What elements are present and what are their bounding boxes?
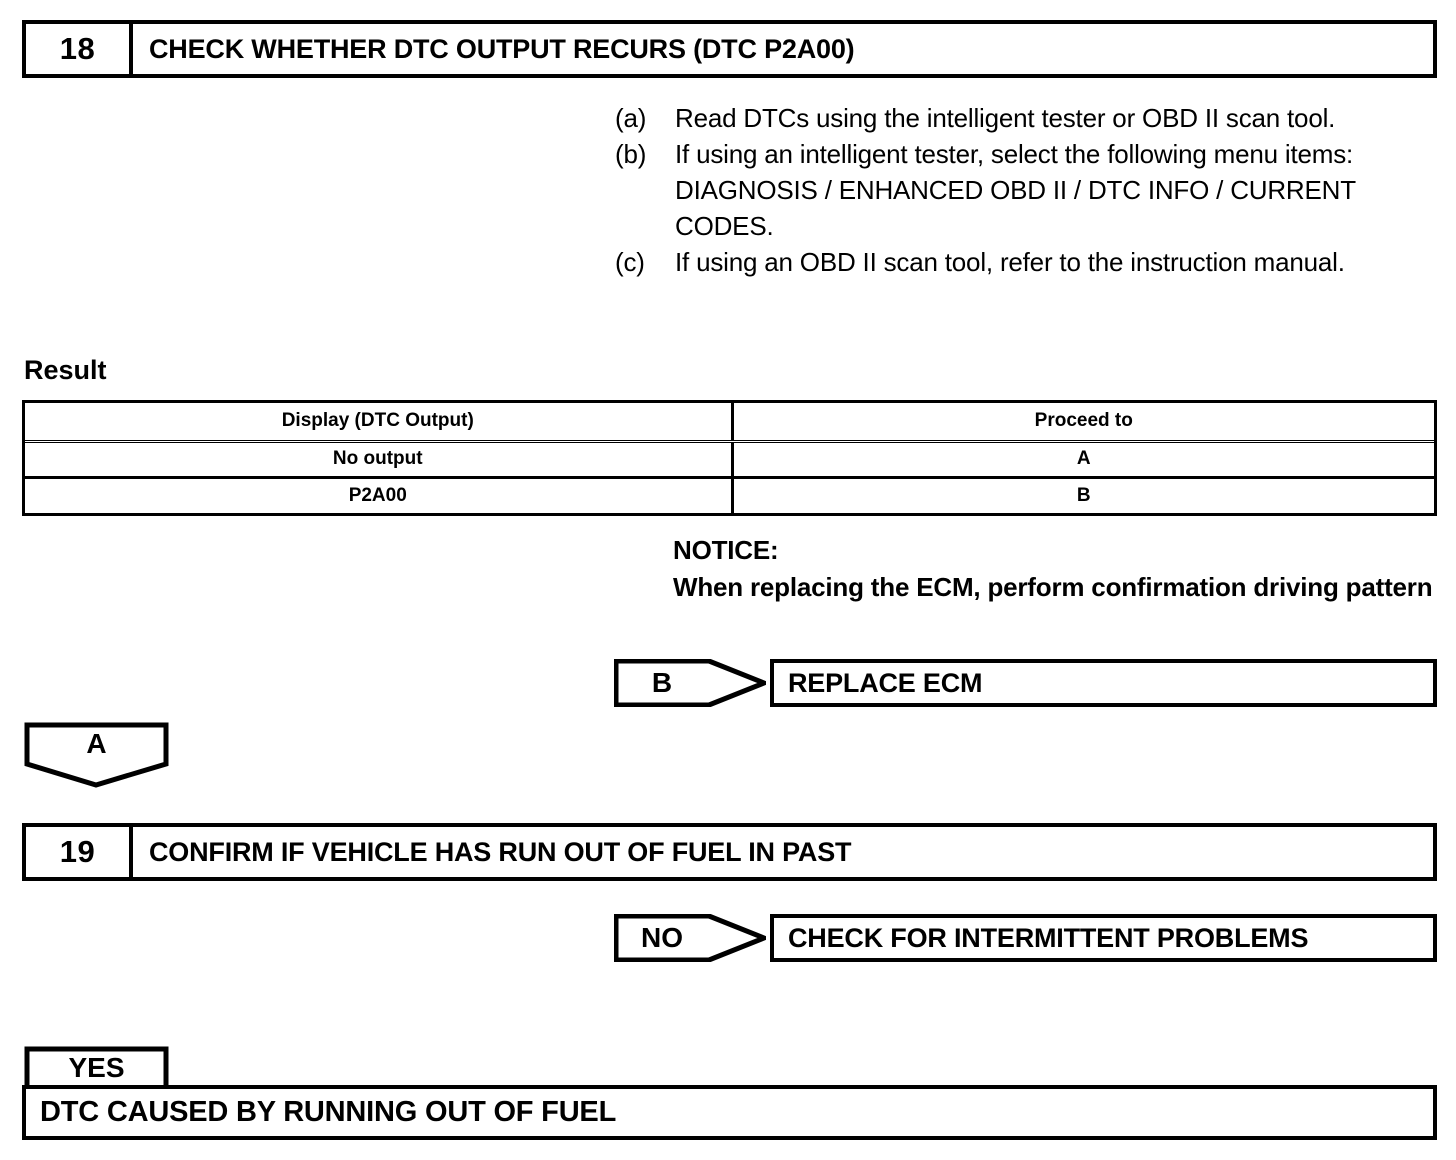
instruction-label-a: (a): [615, 103, 647, 133]
pentagon-down-icon: [24, 722, 169, 788]
table-cell-proceed: B: [732, 475, 1434, 513]
step-title-18: CHECK WHETHER DTC OUTPUT RECURS (DTC P2A…: [149, 33, 855, 64]
table-col-header-display: Display (DTC Output): [25, 403, 734, 443]
action-box-replace-ecm: REPLACE ECM: [770, 659, 1437, 707]
instruction-list: (a) Read DTCs using the intelligent test…: [615, 100, 1435, 280]
action-box-label: REPLACE ECM: [788, 667, 983, 698]
instruction-item-a: (a) Read DTCs using the intelligent test…: [615, 100, 1435, 136]
pentagon-right-icon: [614, 914, 766, 962]
step-title-19: CONFIRM IF VEHICLE HAS RUN OUT OF FUEL I…: [149, 836, 852, 867]
table-row: P2A00 B: [25, 475, 1434, 513]
branch-row-no: NO CHECK FOR INTERMITTENT PROBLEMS: [614, 914, 1437, 962]
result-table: Display (DTC Output) Proceed to No outpu…: [22, 400, 1437, 516]
instruction-text-a: Read DTCs using the intelligent tester o…: [675, 103, 1336, 133]
step-number-18: 18: [26, 24, 133, 74]
table-cell-proceed: A: [1076, 448, 1091, 469]
branch-badge-no: NO: [614, 914, 766, 962]
step-header-18: 18 CHECK WHETHER DTC OUTPUT RECURS (DTC …: [22, 20, 1437, 78]
branch-row-b: B REPLACE ECM: [614, 659, 1437, 707]
branch-badge-b: B: [614, 659, 766, 707]
instruction-item-c: (c) If using an OBD II scan tool, refer …: [615, 244, 1435, 280]
instruction-text-b: If using an intelligent tester, select t…: [675, 139, 1356, 241]
branch-badge-label-no: NO: [641, 922, 683, 953]
action-box-intermittent-problems: CHECK FOR INTERMITTENT PROBLEMS: [770, 914, 1437, 962]
notice-body: When replacing the ECM, perform confirma…: [673, 572, 1433, 602]
table-col-header-proceed: Proceed to: [732, 403, 1434, 443]
instruction-label-c: (c): [615, 247, 645, 277]
table-cell-display: P2A00: [25, 475, 734, 513]
connector-badge-label-yes: YES: [68, 1052, 125, 1083]
result-label: Result: [24, 355, 107, 385]
connector-badge-label-a: A: [86, 728, 107, 759]
notice-block: NOTICE: When replacing the ECM, perform …: [673, 532, 1433, 606]
step-number-19: 19: [26, 827, 133, 877]
notice-heading: NOTICE:: [673, 535, 779, 565]
table-header-row: Display (DTC Output) Proceed to: [25, 403, 1434, 443]
table-row: No output A: [25, 441, 1434, 477]
pentagon-right-icon: [614, 659, 766, 707]
step-header-19: 19 CONFIRM IF VEHICLE HAS RUN OUT OF FUE…: [22, 823, 1437, 881]
instruction-label-b: (b): [615, 139, 647, 169]
instruction-item-b: (b) If using an intelligent tester, sele…: [615, 136, 1435, 244]
conclusion-label: DTC CAUSED BY RUNNING OUT OF FUEL: [40, 1096, 617, 1128]
branch-badge-label-b: B: [651, 667, 673, 698]
action-box-label: CHECK FOR INTERMITTENT PROBLEMS: [788, 922, 1309, 953]
connector-badge-a: A: [24, 722, 169, 788]
conclusion-box: DTC CAUSED BY RUNNING OUT OF FUEL: [22, 1085, 1437, 1140]
table-cell-display: No output: [25, 441, 734, 477]
instruction-text-c: If using an OBD II scan tool, refer to t…: [675, 247, 1345, 277]
